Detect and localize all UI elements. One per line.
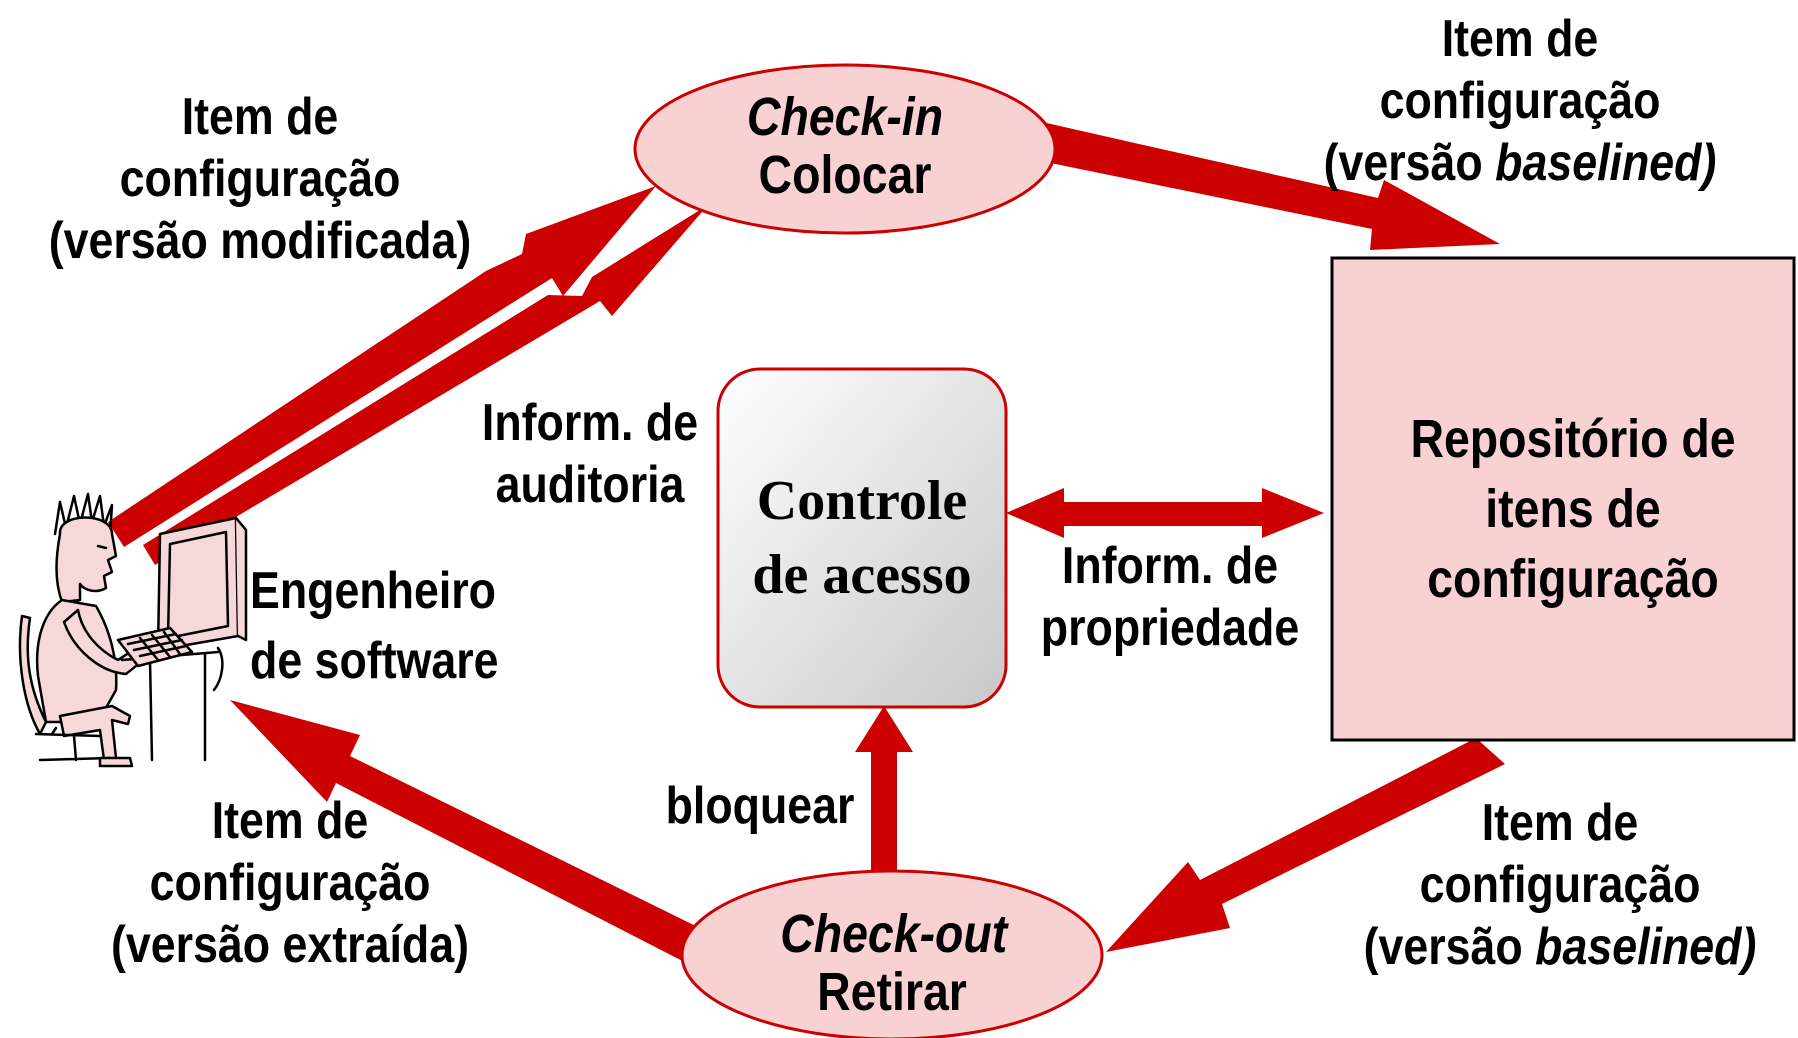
checkin-label: Check-in Colocar bbox=[733, 88, 957, 204]
modified-line1: Item de bbox=[181, 88, 339, 146]
ownership-line1: Inform. de bbox=[1061, 537, 1279, 595]
access-control-label-line1: Controle bbox=[756, 470, 968, 532]
edge-label-baselined-out: Item de configuração (versão baselined) bbox=[1319, 792, 1798, 978]
arrow-engineer-to-checkin-audit bbox=[143, 205, 708, 565]
repository-node bbox=[1330, 256, 1796, 742]
baselined-out-line3-italic: baselined) bbox=[1535, 918, 1757, 976]
ownership-line2: propriedade bbox=[1040, 599, 1300, 657]
edge-label-lock: bloquear bbox=[657, 775, 863, 837]
audit-line2: auditoria bbox=[495, 456, 685, 514]
baselined-out-line3-prefix: (versão bbox=[1363, 918, 1536, 976]
edge-label-audit-info: Inform. de auditoria bbox=[474, 392, 706, 516]
edge-label-baselined-in: Item de configuração (versão baselined) bbox=[1279, 8, 1761, 194]
baselined-in-line3-italic: baselined) bbox=[1495, 134, 1717, 192]
checkout-node bbox=[680, 869, 1104, 1038]
checkin-node bbox=[633, 63, 1057, 235]
access-control-node bbox=[716, 367, 1008, 709]
repository-label: Repositório de itens de configuração bbox=[1410, 404, 1737, 614]
arrow-access-repository-bidirectional bbox=[1006, 488, 1324, 538]
engineer-label-line1: Engenheiro bbox=[250, 562, 496, 620]
edge-label-extracted-version: Item de configuração (versão extraída) bbox=[84, 790, 497, 976]
audit-line1: Inform. de bbox=[481, 394, 699, 452]
checkout-label-line2: Retirar bbox=[817, 962, 967, 1022]
arrow-checkin-to-repository bbox=[1036, 122, 1500, 250]
modified-line3: (versão modificada) bbox=[48, 212, 472, 270]
arrow-lock-to-access bbox=[855, 706, 913, 890]
arrow-engineer-to-checkin-modified bbox=[108, 186, 656, 547]
engineer-at-computer-icon bbox=[18, 492, 248, 768]
baselined-in-line3-prefix: (versão bbox=[1323, 134, 1496, 192]
extracted-line3: (versão extraída) bbox=[111, 916, 469, 974]
extracted-line1: Item de bbox=[211, 792, 369, 850]
engineer-label: Engenheiro de software bbox=[250, 556, 499, 696]
checkin-label-line1: Check-in bbox=[746, 87, 944, 147]
access-control-label: Controle de acesso bbox=[718, 464, 1006, 612]
baselined-in-line2: configuração bbox=[1379, 72, 1661, 130]
edge-label-ownership-info: Inform. de propriedade bbox=[1032, 535, 1307, 659]
checkin-label-line2: Colocar bbox=[758, 145, 932, 205]
extracted-line2: configuração bbox=[149, 854, 431, 912]
checkout-label: Check-out Retirar bbox=[780, 904, 1008, 1022]
baselined-in-line1: Item de bbox=[1441, 10, 1599, 68]
checkout-label-line1: Check-out bbox=[780, 904, 1008, 964]
lock-line1: bloquear bbox=[665, 777, 855, 835]
baselined-out-line2: configuração bbox=[1419, 856, 1701, 914]
access-control-label-line2: de acesso bbox=[752, 544, 972, 606]
modified-line2: configuração bbox=[119, 150, 401, 208]
baselined-out-line1: Item de bbox=[1481, 794, 1639, 852]
repository-label-line1: Repositório de bbox=[1410, 409, 1736, 469]
edge-label-modified-version: Item de configuração (versão modificada) bbox=[36, 86, 483, 272]
arrow-checkout-to-engineer bbox=[230, 700, 714, 970]
engineer-label-line2: de software bbox=[250, 632, 499, 690]
repository-label-line2: itens de bbox=[1485, 479, 1661, 539]
repository-label-line3: configuração bbox=[1427, 549, 1719, 609]
arrow-repository-to-checkout bbox=[1106, 738, 1505, 952]
